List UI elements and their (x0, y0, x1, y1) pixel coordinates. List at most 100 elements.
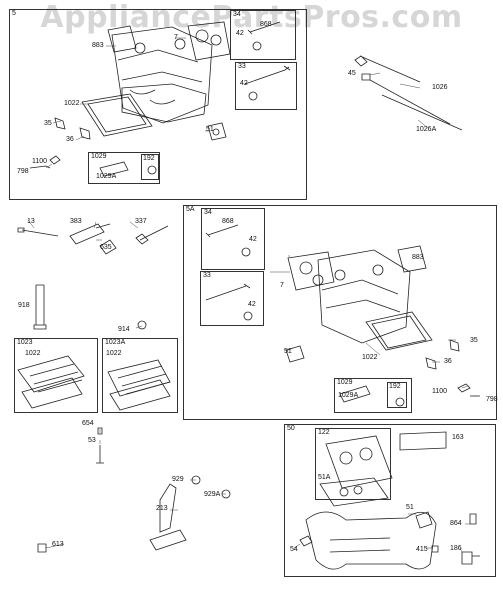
group-box-192 (141, 154, 159, 180)
group-label-1023a: 1023A (104, 339, 127, 347)
group-label-122: 122 (317, 429, 331, 437)
part-label-914[interactable]: 914 (118, 326, 130, 333)
group-label-1029: 1029 (90, 153, 108, 161)
part-label-1029a-a[interactable]: 1029A (96, 173, 117, 180)
group-label-1029b: 1029 (336, 379, 354, 387)
nut-415-drawing (431, 545, 439, 553)
part-label-1100-b[interactable]: 1100 (432, 388, 448, 395)
part-label-35-b[interactable]: 35 (470, 337, 478, 344)
group-box-1029 (88, 152, 160, 184)
part-label-42-b[interactable]: 42 (240, 80, 248, 87)
part-label-1029a-b[interactable]: 1029A (338, 392, 359, 399)
part-label-13[interactable]: 13 (27, 218, 35, 225)
watermark-text: AppliancePartsPros.com (40, 0, 463, 35)
pushrod-1026a-drawing (381, 94, 463, 131)
group-box-33b (200, 271, 264, 326)
part-label-868-a[interactable]: 868 (260, 21, 272, 28)
head-gasket-5a-drawing (287, 251, 335, 291)
part-337-drawing (135, 225, 169, 245)
valve-cover-1023-drawing (17, 355, 85, 409)
part-label-635[interactable]: 635 (100, 244, 112, 251)
bolt-613-drawing (37, 543, 47, 553)
part-label-798-a[interactable]: 798 (17, 168, 29, 175)
springs-5a-drawing (425, 339, 460, 370)
part-label-53[interactable]: 53 (88, 437, 96, 444)
part-label-918[interactable]: 918 (18, 302, 30, 309)
part-label-1022-a[interactable]: 1022 (64, 100, 80, 107)
group-label-33b: 33 (202, 272, 212, 280)
fitting-186-drawing (461, 551, 480, 565)
gasket-883b-drawing (397, 245, 427, 273)
leader-lines (27, 37, 478, 553)
group-label-50: 50 (286, 425, 296, 433)
bracket-1100-drawing (49, 155, 61, 165)
bolt-914-drawing (137, 320, 147, 330)
part-label-798-b[interactable]: 798 (486, 396, 498, 403)
part-label-864[interactable]: 864 (450, 520, 462, 527)
group-box-122 (315, 428, 391, 500)
rocker-gasket-1022-drawing (81, 93, 153, 137)
bolt-13-drawing (17, 227, 59, 237)
linkage-213-drawing (159, 483, 177, 533)
part-label-163[interactable]: 163 (452, 434, 464, 441)
part-label-7-b[interactable]: 7 (280, 282, 284, 289)
part-label-383[interactable]: 383 (70, 218, 82, 225)
part-label-51-b[interactable]: 51 (284, 348, 292, 355)
valve-868-drawing (247, 21, 281, 35)
part-label-36-b[interactable]: 36 (444, 358, 452, 365)
part-label-1026a[interactable]: 1026A (416, 126, 437, 133)
part-label-337[interactable]: 337 (135, 218, 147, 225)
part-label-1022-c[interactable]: 1022 (25, 350, 41, 357)
part-label-929[interactable]: 929 (172, 476, 184, 483)
springs-35-36-drawing (54, 117, 91, 140)
part-label-1022-b[interactable]: 1022 (362, 354, 378, 361)
cylinder-head-5a-drawing (317, 249, 411, 344)
part-label-868-b[interactable]: 868 (222, 218, 234, 225)
valve-33b-drawing (205, 283, 251, 301)
part-label-883-b[interactable]: 883 (412, 254, 424, 261)
rocker-gasket-1022b-drawing (365, 311, 433, 351)
gasket-51-drawing (207, 122, 227, 141)
part-label-1100-a[interactable]: 1100 (32, 158, 48, 165)
part-label-51-a[interactable]: 51 (206, 126, 214, 133)
part-label-1022-d[interactable]: 1022 (106, 350, 122, 357)
screw-53-drawing (96, 427, 104, 464)
group-label-192: 192 (142, 155, 156, 163)
part-label-929a[interactable]: 929A (204, 491, 221, 498)
part-864-drawing (469, 513, 477, 525)
part-label-51-c[interactable]: 51 (406, 504, 414, 511)
part-label-654[interactable]: 654 (82, 420, 94, 427)
part-label-883[interactable]: 883 (92, 42, 104, 49)
tube-383-drawing (69, 223, 111, 245)
group-box-34 (230, 10, 296, 60)
group-box-50 (284, 424, 496, 577)
part-label-213[interactable]: 213 (156, 505, 168, 512)
group-label-5: 5 (11, 10, 17, 18)
part-label-54[interactable]: 54 (290, 546, 298, 553)
part-label-42-c[interactable]: 42 (249, 236, 257, 243)
part-label-51a[interactable]: 51A (318, 474, 331, 481)
part-label-613[interactable]: 613 (52, 541, 64, 548)
part-label-42-d[interactable]: 42 (248, 301, 256, 308)
part-label-415[interactable]: 415 (416, 546, 428, 553)
part-label-7[interactable]: 7 (174, 34, 178, 41)
intake-manifold-drawing (305, 511, 437, 570)
group-label-5a: 5A (185, 206, 196, 214)
part-label-42-a[interactable]: 42 (236, 30, 244, 37)
part-label-36-a[interactable]: 36 (66, 136, 74, 143)
group-box-5a (183, 205, 497, 420)
part-label-45[interactable]: 45 (348, 70, 356, 77)
pushrod-45-drawing (354, 55, 421, 83)
intake-gasket-122-drawing (319, 435, 393, 507)
part-label-186[interactable]: 186 (450, 545, 462, 552)
group-box-5 (9, 9, 307, 200)
group-box-1023 (14, 338, 98, 413)
part-label-35-a[interactable]: 35 (44, 120, 52, 127)
gasket-51c-drawing (415, 511, 433, 529)
part-label-1026[interactable]: 1026 (432, 84, 448, 91)
pushrod-1026-drawing (361, 73, 451, 125)
valve-cover-1023a-drawing (107, 359, 171, 411)
cylinder-head-5-drawing (111, 26, 213, 124)
